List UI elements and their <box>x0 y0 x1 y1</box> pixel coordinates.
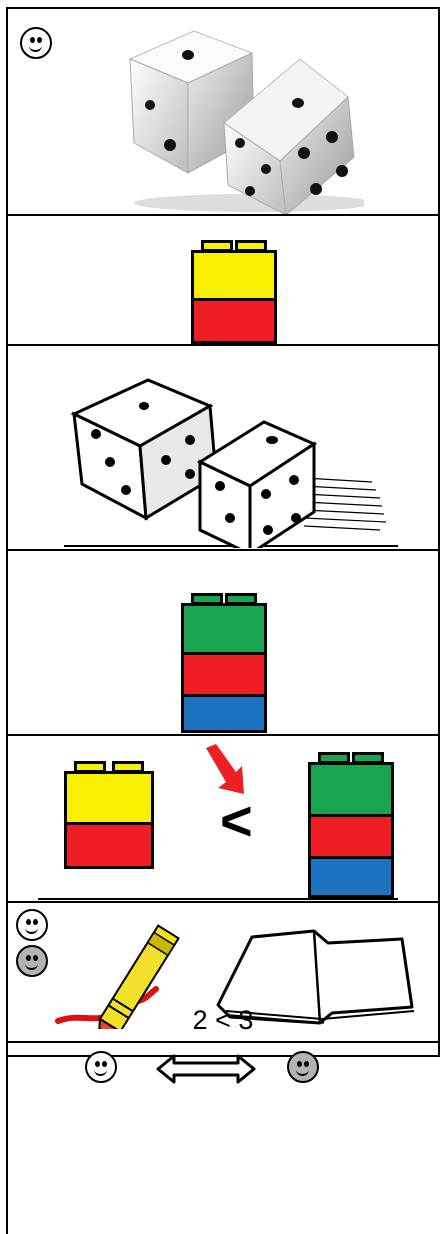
red-block <box>191 298 277 344</box>
write-row: 2 < 3 <box>8 901 438 1041</box>
yellow-block <box>191 250 277 301</box>
yellow-block <box>64 771 154 825</box>
red-block <box>308 814 394 859</box>
blue-block <box>181 694 267 733</box>
white-smiley-icon <box>85 1051 117 1083</box>
dice-photo <box>104 19 364 214</box>
dice-sketch <box>60 358 400 548</box>
comparison-caption: 2 < 3 <box>8 1005 438 1036</box>
two-block-row <box>8 214 438 344</box>
comparison-row: < <box>8 734 438 901</box>
activity-frame: < <box>6 7 440 1057</box>
row-divider <box>6 1040 8 1234</box>
white-smiley-icon <box>16 909 48 941</box>
double-arrow-icon <box>156 1052 256 1086</box>
green-block <box>181 603 267 655</box>
gray-smiley-icon <box>16 945 48 977</box>
dice-photo-row <box>8 9 438 214</box>
three-block-row <box>8 549 438 734</box>
dice-sketch-row <box>8 344 438 549</box>
block-tower-3 <box>181 593 267 733</box>
less-than-symbol: < <box>220 788 253 853</box>
red-block <box>181 652 267 697</box>
block-tower-2 <box>64 761 154 869</box>
blue-block <box>308 856 394 898</box>
red-block <box>64 822 154 869</box>
white-smiley-icon <box>20 27 52 59</box>
baseline <box>38 898 398 900</box>
green-block <box>308 762 394 817</box>
block-tower-2 <box>191 240 277 344</box>
block-tower-3 <box>308 752 394 898</box>
gray-smiley-icon <box>287 1051 319 1083</box>
